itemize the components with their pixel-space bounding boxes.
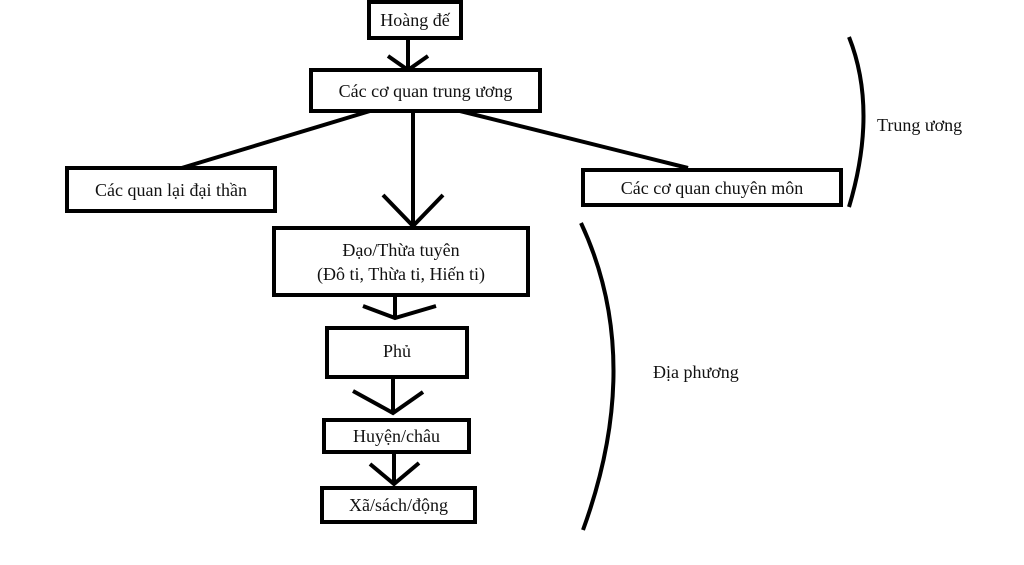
node-district-label: Huyện/châu — [353, 426, 440, 446]
connector-central-specialized — [459, 109, 689, 170]
node-prefecture-label: Phủ — [382, 340, 411, 361]
node-prefecture: Phủ — [325, 326, 469, 379]
bracket-central — [847, 36, 866, 208]
node-emperor-label: Hoàng đế — [380, 10, 450, 30]
node-province: Đạo/Thừa tuyên (Đô ti, Thừa ti, Hiến ti) — [272, 226, 530, 297]
node-province-label-line1: Đạo/Thừa tuyên — [342, 239, 460, 260]
node-central-agencies: Các cơ quan trung ương — [309, 68, 542, 113]
node-officials-label: Các quan lại đại thần — [95, 179, 247, 200]
group-label-central: Trung ương — [877, 115, 963, 135]
node-specialized-agencies-label: Các cơ quan chuyên môn — [620, 177, 804, 198]
arrowhead-province-prefecture — [362, 304, 437, 321]
node-officials: Các quan lại đại thần — [65, 166, 277, 213]
bracket-local — [579, 222, 616, 531]
node-emperor: Hoàng đế — [367, 0, 463, 40]
node-commune-label: Xã/sách/động — [349, 495, 448, 515]
node-central-agencies-label: Các cơ quan trung ương — [338, 80, 513, 101]
node-commune: Xã/sách/động — [320, 486, 477, 524]
arrowhead-district-commune — [368, 461, 421, 487]
node-province-label-line2: (Đô ti, Thừa ti, Hiến ti) — [317, 263, 485, 284]
node-district: Huyện/châu — [322, 418, 471, 454]
group-label-local: Địa phương — [653, 362, 739, 382]
arrowhead-prefecture-district — [352, 389, 425, 416]
connector-central-officials — [174, 109, 371, 172]
node-specialized-agencies: Các cơ quan chuyên môn — [581, 168, 843, 207]
